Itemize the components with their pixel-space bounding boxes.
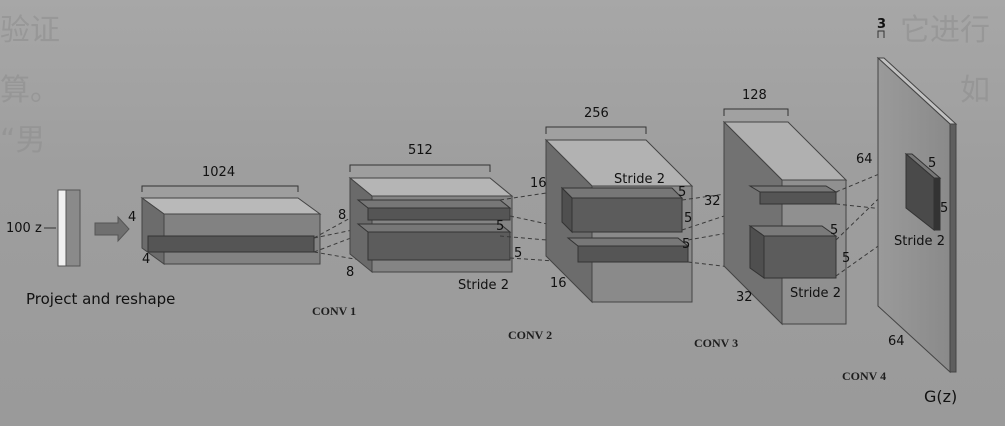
project-block — [140, 197, 322, 265]
conv1-stride-label: Stride 2 — [458, 278, 509, 293]
conv2-kernel-a: 5 — [678, 185, 686, 200]
conv2-kernel-c: 5 — [682, 237, 690, 252]
input-label: 100 z — [6, 221, 42, 236]
conv2-block — [544, 138, 694, 304]
conv3-stride-label: Stride 2 — [790, 286, 841, 301]
conv1-kernel-a: 5 — [496, 219, 504, 234]
conv1-kernel-b: 5 — [514, 246, 522, 261]
conv3-width-label: 32 — [736, 290, 753, 305]
output-label: G(z) — [924, 387, 957, 406]
conv1-width-label: 8 — [346, 265, 354, 280]
conv2-stride-label: Stride 2 — [614, 172, 665, 187]
conv1-height-label: 8 — [338, 208, 346, 223]
conv2-depth-bracket — [545, 126, 647, 134]
conv4-depth-bracket — [877, 30, 885, 38]
conv3-depth-label: 128 — [742, 88, 767, 103]
conv3-caption: CONV 3 — [694, 336, 738, 350]
conv2-caption: CONV 2 — [508, 328, 552, 342]
conv3-kernel-a: 5 — [830, 223, 838, 238]
bg-text-2: 它进行 — [900, 13, 990, 48]
project-caption: Project and reshape — [26, 290, 175, 308]
bg-text-5: “男 — [0, 123, 46, 158]
conv1-depth-bracket — [349, 164, 491, 172]
project-depth-label: 1024 — [202, 165, 235, 180]
conv3-depth-bracket — [723, 108, 789, 116]
project-height-label: 4 — [128, 210, 136, 225]
project-depth-bracket — [141, 185, 299, 192]
conv4-width-label: 64 — [888, 334, 905, 349]
conv2-width-label: 16 — [550, 276, 567, 291]
conv2-kernel-b: 5 — [684, 211, 692, 226]
conv1-block — [348, 176, 514, 274]
project-width-label: 4 — [142, 252, 150, 267]
conv4-height-label: 64 — [856, 152, 873, 167]
conv2-height-label: 16 — [530, 176, 547, 191]
conv1-depth-label: 512 — [408, 143, 433, 158]
bg-text-3: 算。 — [0, 73, 60, 108]
input-vector — [57, 189, 81, 267]
conv3-block — [722, 120, 848, 326]
conv4-kernel-a: 5 — [928, 156, 936, 171]
conv4-depth-label: 3 — [877, 17, 886, 32]
conv4-kernel-b: 5 — [940, 201, 948, 216]
conv3-height-label: 32 — [704, 194, 721, 209]
conv2-depth-label: 256 — [584, 106, 609, 121]
arrow-icon — [94, 215, 130, 243]
conv3-kernel-b: 5 — [842, 251, 850, 266]
bg-text-4: 如 — [960, 73, 990, 108]
conv4-plane — [876, 56, 958, 374]
conv1-caption: CONV 1 — [312, 304, 356, 318]
conv4-caption: CONV 4 — [842, 369, 886, 383]
bg-text-1: 验证 — [0, 13, 60, 48]
conv4-stride-label: Stride 2 — [894, 234, 945, 249]
